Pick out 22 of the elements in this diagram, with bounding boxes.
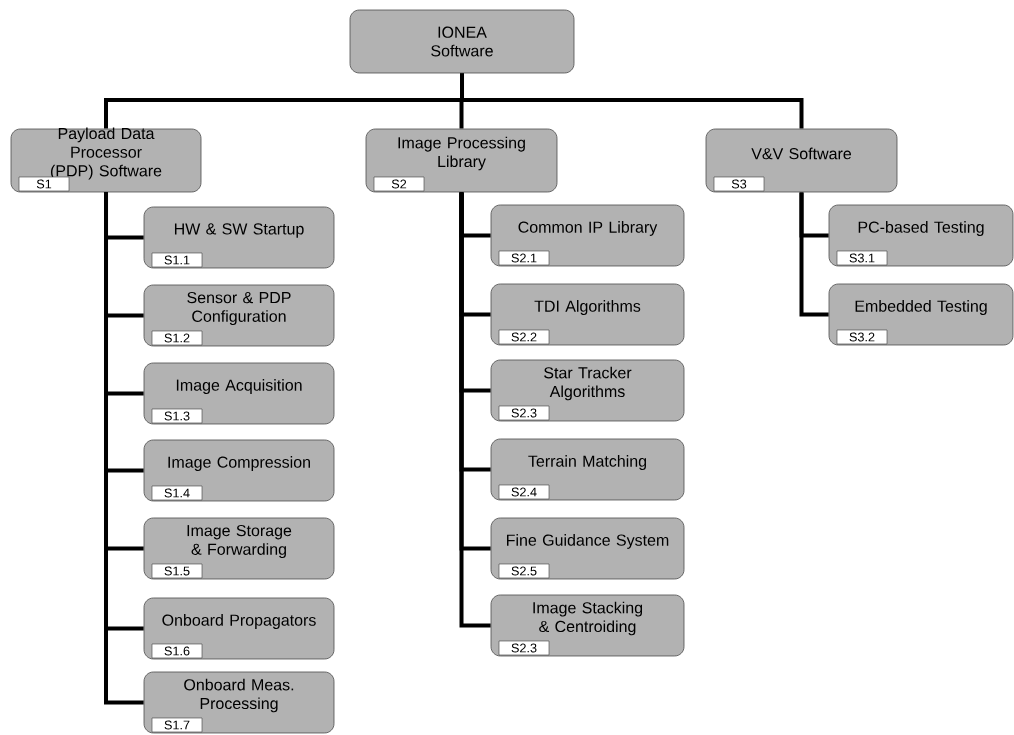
code-tag: S1.5 [151,563,203,579]
code-tag: S1.3 [151,408,203,424]
code-tag: S1 [18,176,70,192]
connector [799,192,829,317]
code-tag: S1.1 [151,252,203,268]
connector [460,73,804,129]
code-tag: S2.2 [498,329,550,345]
code-tag: S2.1 [498,250,550,266]
process-box: IONEA Software [349,9,575,74]
connector [459,192,491,628]
code-tag: S1.7 [151,717,203,733]
code-tag: S3.2 [836,329,888,345]
code-tag: S2.3 [498,405,550,421]
code-tag: S3.1 [836,250,888,266]
code-tag: S3 [713,176,765,192]
code-tag: S1.4 [151,485,203,501]
code-tag: S1.6 [151,643,203,659]
code-tag: S1.2 [151,330,203,346]
code-tag: S2 [373,176,425,192]
code-tag: S2.3 [498,640,550,656]
code-tag: S2.5 [498,563,550,579]
code-tag: S2.4 [498,484,550,500]
